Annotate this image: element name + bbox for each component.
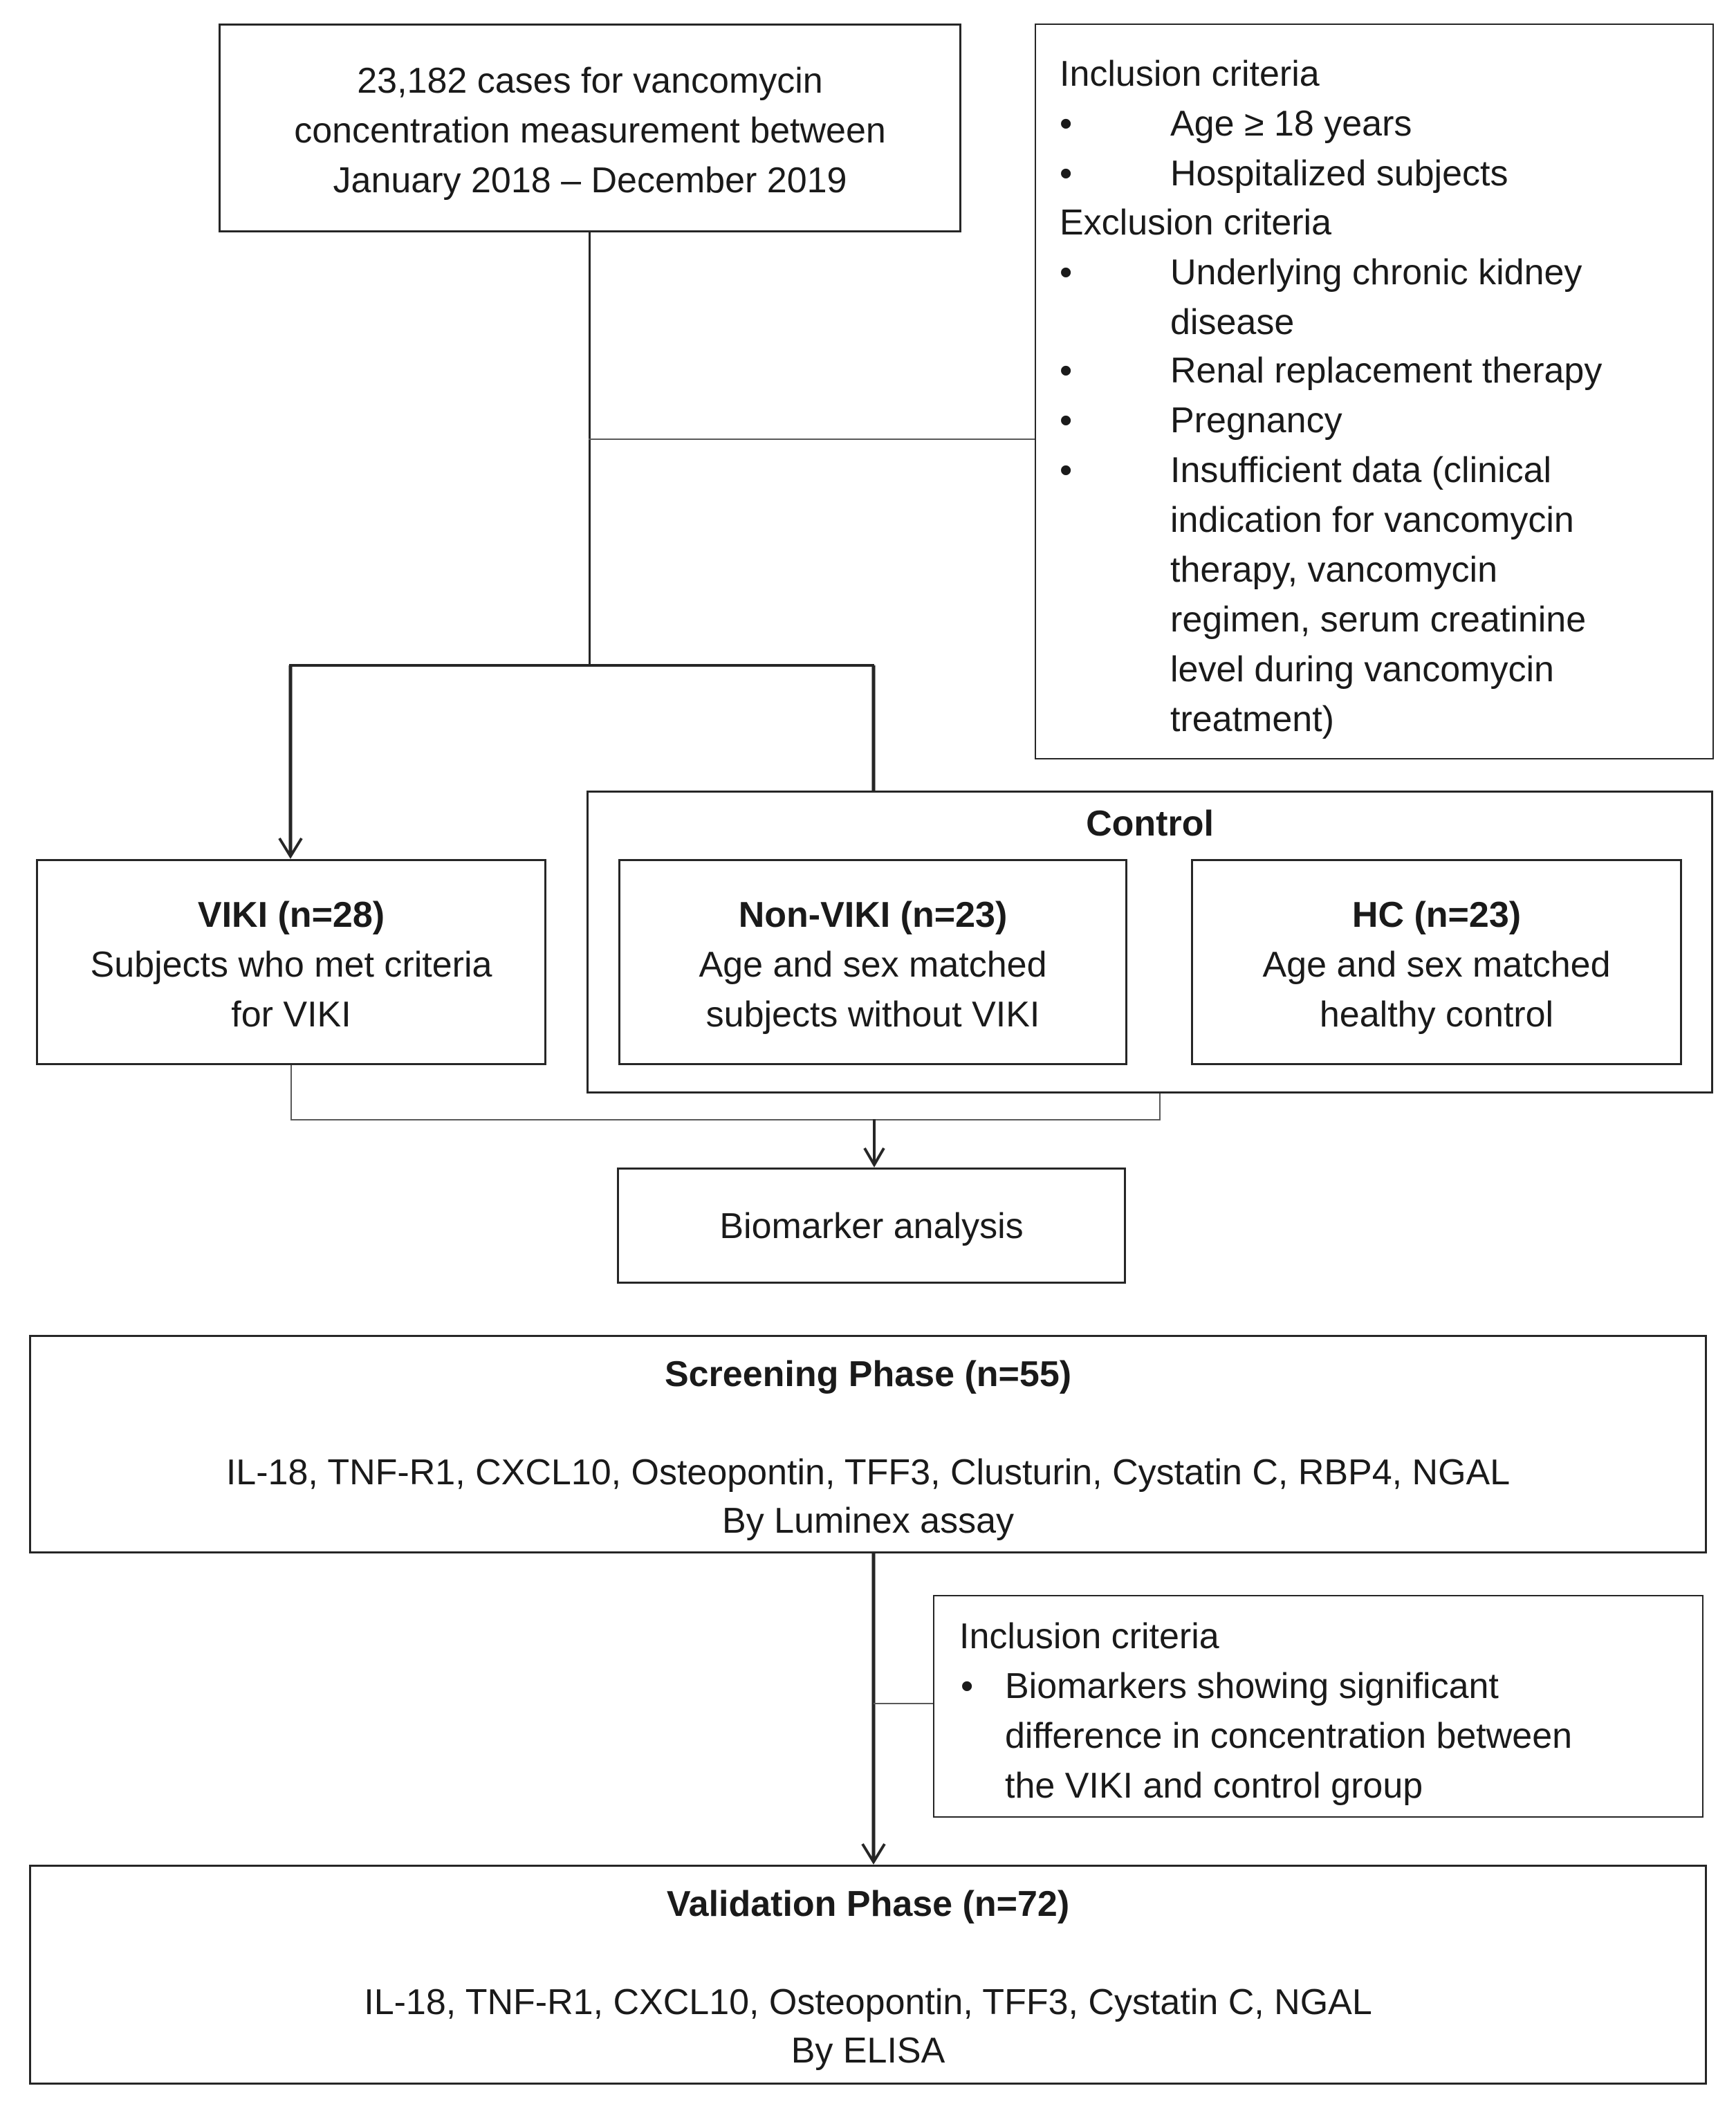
viki-group-line: for VIKI — [231, 995, 351, 1035]
exclusion-item-rrt: Renal replacement therapy — [1170, 351, 1603, 391]
control-merge-line — [1159, 1094, 1161, 1120]
screening-criteria-connector-line — [874, 1703, 933, 1704]
exclusion-item-pregnancy: Pregnancy — [1170, 400, 1342, 441]
exclusion-item-insufficient-data: Insufficient data (clinical indication f… — [1170, 445, 1586, 744]
validation-method: By ELISA — [791, 2031, 945, 2071]
source-box: 23,182 cases for vancomycin concentratio… — [219, 24, 961, 232]
source-line: January 2018 – December 2019 — [333, 160, 847, 201]
screening-criteria-title: Inclusion criteria — [959, 1616, 1219, 1657]
exclusion-item-insufficient-line: Insufficient data (clinical — [1170, 450, 1552, 490]
split-line — [289, 664, 874, 667]
source-line: concentration measurement between — [294, 111, 886, 151]
exclusion-item-insufficient-line: treatment) — [1170, 699, 1334, 739]
exclusion-item-insufficient-line: indication for vancomycin — [1170, 500, 1574, 540]
screening-inclusion-criteria-box — [933, 1595, 1703, 1818]
bullet-icon: • — [1060, 252, 1073, 293]
arrow-down-icon — [861, 1553, 886, 1865]
hc-group-box: HC (n=23) Age and sex matched healthy co… — [1191, 859, 1682, 1065]
exclusion-item-ckd-line: Underlying chronic kidney — [1170, 252, 1582, 293]
biomarker-analysis-box: Biomarker analysis — [617, 1168, 1126, 1284]
bullet-icon: • — [1060, 154, 1073, 194]
hc-group-title: HC (n=23) — [1351, 895, 1522, 935]
viki-group-box: VIKI (n=28) Subjects who met criteria fo… — [36, 859, 546, 1065]
source-line: 23,182 cases for vancomycin — [357, 61, 823, 101]
viki-group-text: VIKI (n=28) Subjects who met criteria fo… — [38, 890, 544, 1040]
source-text: 23,182 cases for vancomycin concentratio… — [221, 56, 959, 205]
non-viki-group-title: Non-VIKI (n=23) — [738, 895, 1008, 935]
validation-markers: IL-18, TNF-R1, CXCL10, Osteopontin, TFF3… — [364, 1982, 1372, 2022]
viki-group-line: Subjects who met criteria — [90, 945, 492, 985]
non-viki-group-line: Age and sex matched — [699, 945, 1047, 985]
screening-phase-title: Screening Phase (n=55) — [664, 1354, 1072, 1394]
control-title: Control — [1086, 804, 1214, 844]
exclusion-item-insufficient-line: level during vancomycin — [1170, 649, 1554, 690]
bullet-icon: • — [1060, 400, 1073, 441]
exclusion-item-insufficient-line: regimen, serum creatinine — [1170, 600, 1587, 640]
eligibility-criteria-box — [1035, 24, 1714, 759]
bullet-icon: • — [961, 1666, 974, 1706]
screening-criteria-line: difference in concentration between — [1005, 1716, 1573, 1756]
screening-markers: IL-18, TNF-R1, CXCL10, Osteopontin, TFF3… — [225, 1452, 1511, 1493]
exclusion-item-ckd-line: disease — [1170, 302, 1295, 342]
arrow-down-icon — [278, 665, 303, 859]
screening-phase-box: Screening Phase (n=55) IL-18, TNF-R1, CX… — [29, 1335, 1707, 1553]
exclusion-criteria-title: Exclusion criteria — [1060, 203, 1332, 243]
screening-criteria-line: Biomarkers showing significant — [1005, 1666, 1499, 1706]
viki-merge-line — [290, 1065, 292, 1120]
non-viki-group-text: Non-VIKI (n=23) Age and sex matched subj… — [620, 890, 1125, 1040]
bullet-icon: • — [1060, 351, 1073, 391]
screening-method: By Luminex assay — [722, 1501, 1014, 1541]
hc-group-line: Age and sex matched — [1262, 945, 1611, 985]
validation-phase-box: Validation Phase (n=72) IL-18, TNF-R1, C… — [29, 1865, 1707, 2085]
non-viki-group-line: subjects without VIKI — [705, 995, 1040, 1035]
bullet-icon: • — [1060, 104, 1073, 144]
bullet-icon: • — [1060, 450, 1073, 490]
hc-group-line: healthy control — [1319, 995, 1554, 1035]
screening-criteria-line: the VIKI and control group — [1005, 1766, 1423, 1806]
inclusion-criteria-title: Inclusion criteria — [1060, 54, 1320, 94]
hc-group-text: HC (n=23) Age and sex matched healthy co… — [1193, 890, 1680, 1040]
source-trunk-line — [589, 232, 591, 666]
validation-phase-title: Validation Phase (n=72) — [666, 1884, 1070, 1924]
exclusion-connector-line — [589, 439, 1035, 440]
arrow-down-icon — [863, 1119, 885, 1168]
viki-group-title: VIKI (n=28) — [197, 895, 385, 935]
exclusion-item-insufficient-line: therapy, vancomycin — [1170, 550, 1498, 590]
biomarker-analysis-label: Biomarker analysis — [719, 1206, 1024, 1246]
screening-criteria-item: Biomarkers showing significant differenc… — [1005, 1661, 1572, 1811]
inclusion-item-age: Age ≥ 18 years — [1170, 104, 1412, 144]
non-viki-group-box: Non-VIKI (n=23) Age and sex matched subj… — [618, 859, 1127, 1065]
exclusion-item-ckd: Underlying chronic kidney disease — [1170, 248, 1582, 347]
merge-horizontal-line — [290, 1119, 1161, 1120]
inclusion-item-hospitalized: Hospitalized subjects — [1170, 154, 1508, 194]
